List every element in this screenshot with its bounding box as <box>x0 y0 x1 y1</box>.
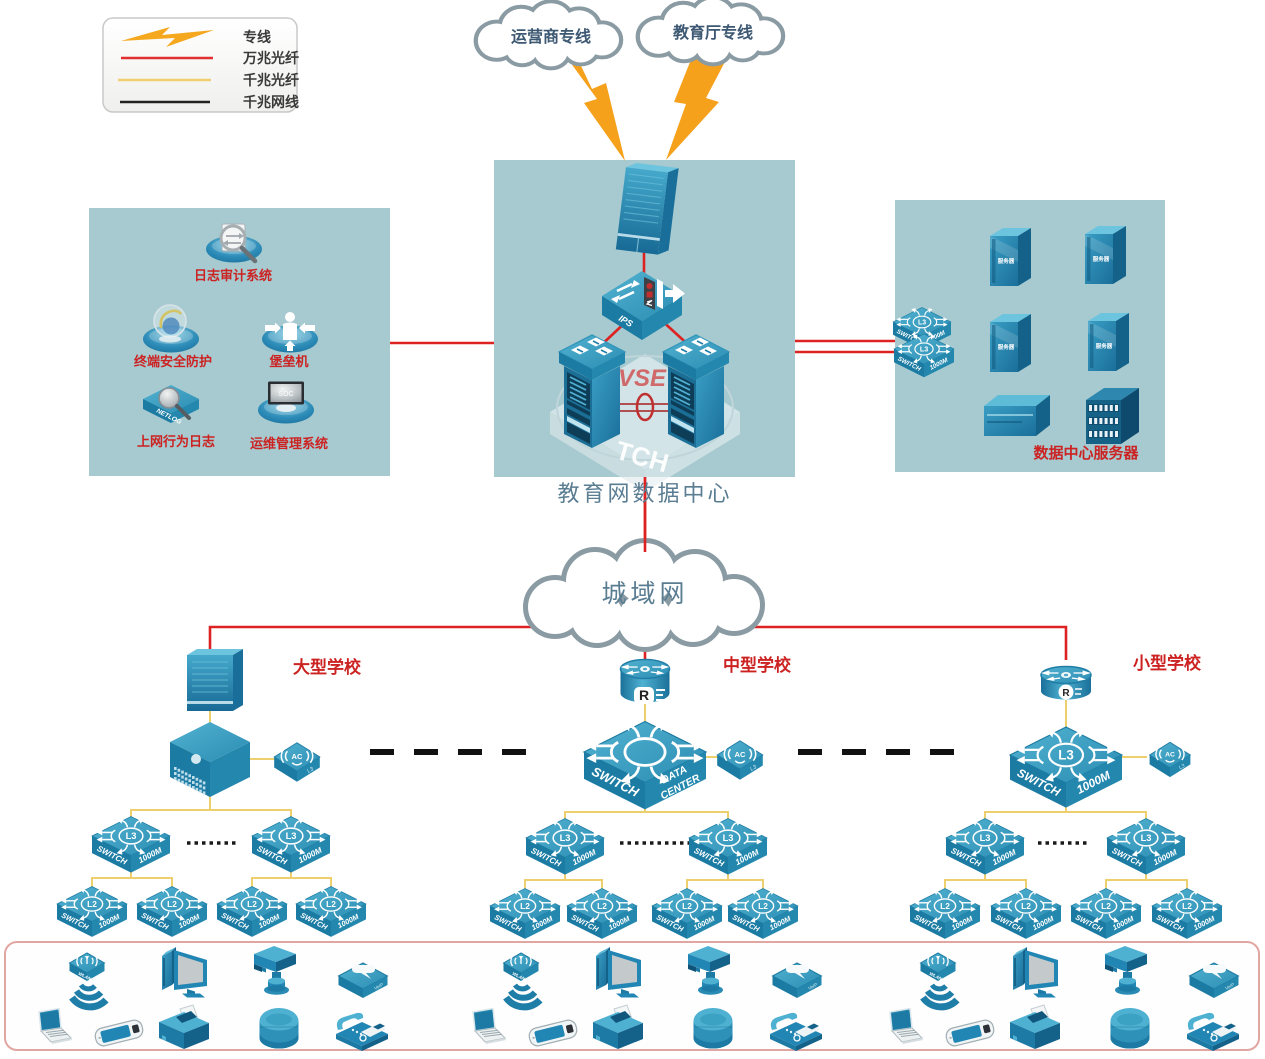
svg-text:中型学校: 中型学校 <box>723 655 792 675</box>
svg-text:SOC: SOC <box>278 391 293 398</box>
svg-text:千兆网线: 千兆网线 <box>243 94 299 110</box>
svg-text:上网行为日志: 上网行为日志 <box>137 434 215 449</box>
svg-text:日志审计系统: 日志审计系统 <box>194 268 272 283</box>
svg-text:运营商专线: 运营商专线 <box>511 27 591 46</box>
svg-text:运维管理系统: 运维管理系统 <box>250 436 328 451</box>
svg-text:千兆光纤: 千兆光纤 <box>243 72 299 88</box>
svg-text:终端安全防护: 终端安全防护 <box>134 354 212 369</box>
svg-text:城域网: 城域网 <box>601 580 688 608</box>
svg-text:VSE: VSE <box>618 365 667 392</box>
svg-text:数据中心服务器: 数据中心服务器 <box>1033 444 1139 462</box>
svg-text:专线: 专线 <box>243 29 271 45</box>
svg-text:堡垒机: 堡垒机 <box>269 354 308 369</box>
svg-text:教育厅专线: 教育厅专线 <box>673 23 753 42</box>
svg-text:小型学校: 小型学校 <box>1133 653 1202 673</box>
svg-text:教育网数据中心: 教育网数据中心 <box>557 481 732 506</box>
svg-text:万兆光纤: 万兆光纤 <box>242 50 299 66</box>
svg-text:大型学校: 大型学校 <box>293 657 362 677</box>
